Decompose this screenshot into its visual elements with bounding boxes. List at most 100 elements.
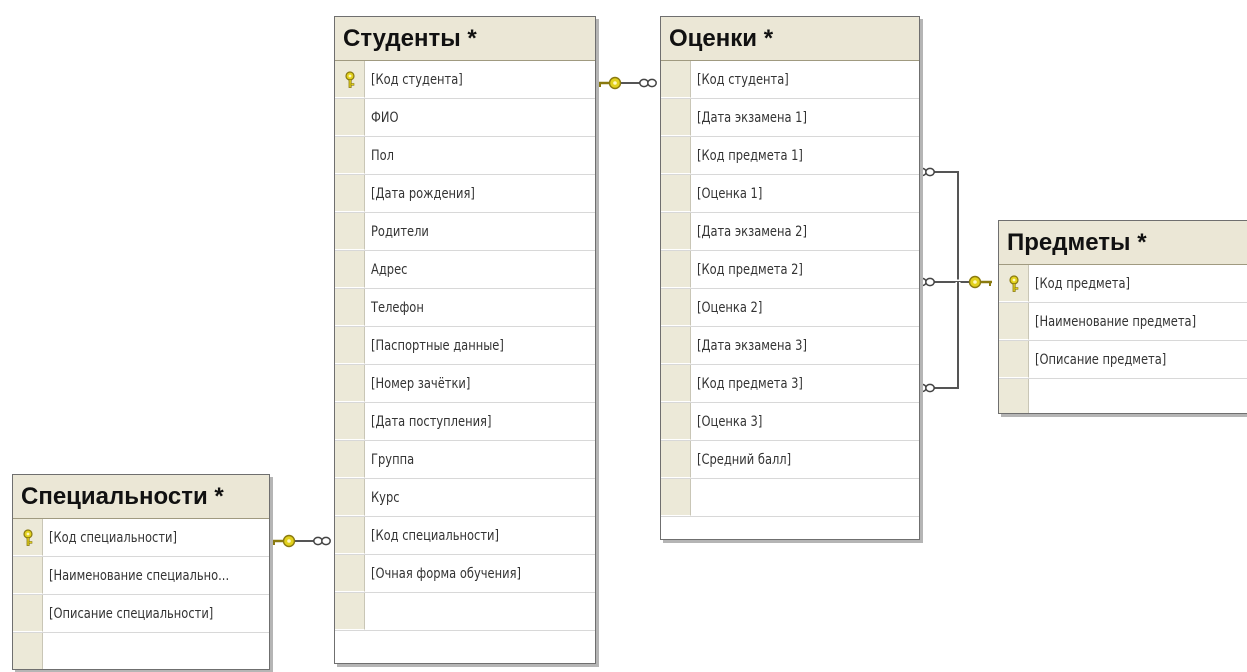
row-selector[interactable]: [999, 379, 1029, 413]
row-selector[interactable]: [335, 213, 365, 250]
row-selector[interactable]: [335, 555, 365, 592]
column-row[interactable]: [Оценка 3]: [661, 403, 919, 441]
row-selector[interactable]: [661, 61, 691, 98]
many-end-infinity-icon: [313, 536, 331, 546]
row-selector[interactable]: [999, 265, 1029, 302]
column-row[interactable]: [Оценка 1]: [661, 175, 919, 213]
table-title-specialties[interactable]: Специальности *: [13, 475, 269, 519]
row-selector[interactable]: [335, 441, 365, 478]
row-selector[interactable]: [335, 251, 365, 288]
column-name: Группа: [371, 452, 415, 468]
column-name: [Наименование специально...: [49, 568, 230, 584]
row-selector[interactable]: [661, 403, 691, 440]
column-row[interactable]: [Номер зачётки]: [335, 365, 595, 403]
column-name: Родители: [371, 224, 429, 240]
column-name: [Номер зачётки]: [371, 376, 471, 392]
column-row[interactable]: [Код предмета 2]: [661, 251, 919, 289]
column-name: [Код предмета 1]: [697, 148, 803, 164]
column-row[interactable]: [Код студента]: [335, 61, 595, 99]
column-name: [Дата экзамена 1]: [697, 110, 807, 126]
column-row[interactable]: [Дата поступления]: [335, 403, 595, 441]
relationship-line: [930, 282, 959, 389]
column-row[interactable]: [Очная форма обучения]: [335, 555, 595, 593]
column-name: [Оценка 1]: [697, 186, 763, 202]
row-selector[interactable]: [335, 479, 365, 516]
row-selector[interactable]: [13, 519, 43, 556]
row-selector[interactable]: [335, 327, 365, 364]
column-row[interactable]: Группа: [335, 441, 595, 479]
column-row[interactable]: Пол: [335, 137, 595, 175]
row-selector[interactable]: [661, 289, 691, 326]
column-row[interactable]: ФИО: [335, 99, 595, 137]
column-row[interactable]: Родители: [335, 213, 595, 251]
column-row[interactable]: [Код предмета 1]: [661, 137, 919, 175]
row-selector[interactable]: [661, 327, 691, 364]
table-grades[interactable]: Оценки * [Код студента] [Дата экзамена 1]…: [660, 16, 920, 540]
new-column-row[interactable]: [13, 633, 269, 669]
column-row[interactable]: [Дата экзамена 3]: [661, 327, 919, 365]
column-row[interactable]: [Код предмета]: [999, 265, 1247, 303]
many-end-infinity-icon: [639, 78, 657, 88]
table-subjects[interactable]: Предметы * [Код предмета][Наименование п…: [998, 220, 1247, 414]
row-selector[interactable]: [661, 441, 691, 478]
column-row[interactable]: [Средний балл]: [661, 441, 919, 479]
row-selector[interactable]: [335, 175, 365, 212]
table-title-grades[interactable]: Оценки *: [661, 17, 919, 61]
row-selector[interactable]: [999, 341, 1029, 378]
row-selector[interactable]: [335, 365, 365, 402]
column-row[interactable]: [Описание предмета]: [999, 341, 1247, 379]
row-selector[interactable]: [335, 99, 365, 136]
row-selector[interactable]: [13, 633, 43, 669]
column-row[interactable]: [Паспортные данные]: [335, 327, 595, 365]
row-selector[interactable]: [335, 289, 365, 326]
row-selector[interactable]: [661, 213, 691, 250]
one-end-key-icon: [272, 534, 296, 548]
column-row[interactable]: [Код студента]: [661, 61, 919, 99]
row-selector[interactable]: [13, 557, 43, 594]
column-row[interactable]: [Оценка 2]: [661, 289, 919, 327]
column-row[interactable]: Курс: [335, 479, 595, 517]
row-selector[interactable]: [335, 61, 365, 98]
row-selector[interactable]: [335, 593, 365, 630]
table-specialties[interactable]: Специальности * [Код специальности] [Наим…: [12, 474, 270, 670]
row-selector[interactable]: [661, 99, 691, 136]
primary-key-icon: [21, 529, 35, 547]
row-selector[interactable]: [661, 251, 691, 288]
column-row[interactable]: [Дата экзамена 1]: [661, 99, 919, 137]
column-row[interactable]: [Наименование специально...: [13, 557, 269, 595]
column-list-grades: [Код студента] [Дата экзамена 1] [Код пред…: [661, 61, 919, 517]
column-name: [Описание предмета]: [1035, 352, 1167, 368]
row-selector[interactable]: [13, 595, 43, 632]
column-row[interactable]: [Дата экзамена 2]: [661, 213, 919, 251]
new-column-row[interactable]: [999, 379, 1247, 413]
row-selector[interactable]: [661, 175, 691, 212]
column-row[interactable]: [Код предмета 3]: [661, 365, 919, 403]
row-selector[interactable]: [335, 517, 365, 554]
column-name: [Дата поступления]: [371, 414, 492, 430]
row-selector[interactable]: [661, 137, 691, 174]
column-row[interactable]: Адрес: [335, 251, 595, 289]
column-name: [Код специальности]: [49, 530, 178, 546]
row-selector[interactable]: [661, 479, 691, 516]
column-name: Телефон: [371, 300, 424, 316]
row-selector[interactable]: [999, 303, 1029, 340]
column-row[interactable]: [Код специальности]: [335, 517, 595, 555]
table-title-subjects[interactable]: Предметы *: [999, 221, 1247, 265]
column-row[interactable]: [Наименование предмета]: [999, 303, 1247, 341]
column-name: [Паспортные данные]: [371, 338, 504, 354]
column-row[interactable]: Телефон: [335, 289, 595, 327]
column-row[interactable]: [Код специальности]: [13, 519, 269, 557]
table-title-students[interactable]: Студенты *: [335, 17, 595, 61]
row-selector[interactable]: [661, 365, 691, 402]
new-column-row[interactable]: [335, 593, 595, 631]
column-name: [Описание специальности]: [49, 606, 214, 622]
row-selector[interactable]: [335, 403, 365, 440]
row-selector[interactable]: [335, 137, 365, 174]
column-row[interactable]: [Дата рождения]: [335, 175, 595, 213]
new-column-row[interactable]: [661, 479, 919, 517]
column-name: [Код специальности]: [371, 528, 500, 544]
primary-key-icon: [1007, 275, 1021, 293]
column-row[interactable]: [Описание специальности]: [13, 595, 269, 633]
